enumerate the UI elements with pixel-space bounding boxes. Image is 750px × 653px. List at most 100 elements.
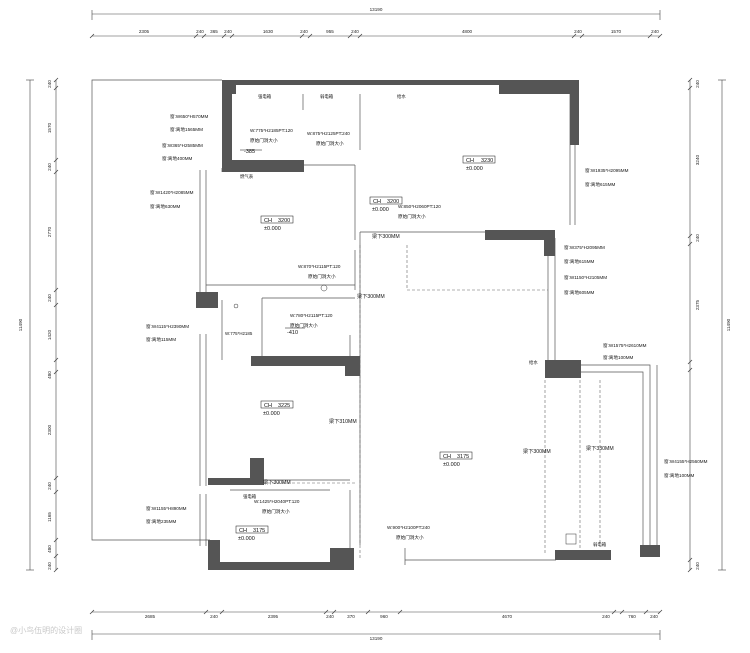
tick bbox=[53, 287, 59, 293]
window-note: 窗:离地235MM bbox=[146, 518, 177, 525]
tick bbox=[687, 233, 693, 239]
dim-top-3: 240 bbox=[224, 29, 232, 34]
dim-total-right: 11490 bbox=[726, 318, 731, 331]
dim-top-4: 1630 bbox=[263, 29, 274, 34]
watermark: @小鸟伍明的设计圈 bbox=[10, 626, 83, 635]
window-note: 窗:W4155*H2560MM bbox=[664, 458, 708, 465]
dim-left-2: 240 bbox=[47, 163, 52, 171]
dim-left-10: 480 bbox=[47, 545, 52, 553]
ceiling-marker: CH 3200 ±0.000 bbox=[260, 215, 294, 232]
dim-left-1: 1570 bbox=[47, 122, 52, 133]
floor-level-bathroom: -385 bbox=[244, 149, 255, 155]
ceiling-marker: CH 3175 ±0.000 bbox=[235, 525, 269, 542]
window-note: 窗:离地100MM bbox=[664, 472, 695, 479]
ceiling-code: CH bbox=[264, 218, 272, 224]
plan-outlines bbox=[91, 79, 658, 565]
dim-left-7: 2300 bbox=[47, 424, 52, 435]
tick bbox=[687, 241, 693, 247]
dim-top-2: 365 bbox=[210, 29, 218, 34]
ceiling-height: 3225 bbox=[278, 403, 290, 409]
dim-top-9: 240 bbox=[574, 29, 582, 34]
dim-bottom-9: 240 bbox=[650, 614, 658, 619]
door-size: W:780*H2115PT:120 bbox=[290, 313, 333, 318]
window-note: 窗:W1935*H2095MM bbox=[585, 167, 629, 174]
tick bbox=[643, 609, 649, 615]
dim-bottom-8: 760 bbox=[628, 614, 636, 619]
window-note: 窗:W4115*H2390MM bbox=[146, 323, 189, 330]
dim-top-10: 1570 bbox=[611, 29, 622, 34]
door-size: W:875*H2125PT:240 bbox=[307, 131, 350, 136]
beam-label: 梁下300MM bbox=[263, 478, 291, 486]
dim-right-3: 2375 bbox=[695, 299, 700, 310]
window-note: 窗:W1420*H2085MM bbox=[150, 189, 194, 196]
tick bbox=[53, 475, 59, 481]
door-size: W:850*H2060PT:120 bbox=[398, 204, 441, 209]
ceiling-marker: CH 3230 ±0.000 bbox=[462, 155, 496, 172]
ceiling-marker: CH 3175 ±0.000 bbox=[439, 451, 473, 468]
door-note: 原始门洞大小 bbox=[262, 508, 290, 515]
ceiling-code: CH bbox=[466, 158, 474, 164]
tick bbox=[53, 169, 59, 175]
tag-pipe: W:775*H2185 bbox=[225, 331, 253, 336]
tick bbox=[331, 609, 337, 615]
tick bbox=[687, 367, 693, 373]
window-note: 窗:W375*H2095MM bbox=[564, 244, 605, 251]
fixture-tags: 强电箱 弱电箱 给水 燃气表 W:775*H2185 强电箱 弱电箱 给水 bbox=[225, 93, 607, 548]
tick bbox=[357, 33, 363, 39]
tick bbox=[53, 537, 59, 543]
dimension-lines bbox=[26, 10, 726, 640]
dim-right-2: 240 bbox=[695, 234, 700, 242]
tick bbox=[89, 33, 95, 39]
window-notes: 窗:W650*H570MM 窗:离地1565MM 窗:W365*H2585MM … bbox=[146, 113, 708, 525]
door-notes: W:775*H2185PT:120 原始门洞大小 W:875*H2125PT:2… bbox=[250, 128, 441, 541]
dim-right-1: 3240 bbox=[695, 154, 700, 165]
dim-total-top: 13190 bbox=[370, 7, 383, 12]
ceiling-level: ±0.000 bbox=[263, 411, 280, 417]
tick bbox=[323, 609, 329, 615]
window-note: 窗:W1155*H890MM bbox=[146, 505, 187, 512]
tick bbox=[687, 557, 693, 563]
dim-left-0: 240 bbox=[47, 80, 52, 88]
dim-left-6: 480 bbox=[47, 371, 52, 379]
dim-bottom-2: 2395 bbox=[268, 614, 279, 619]
dim-top-8: 4800 bbox=[462, 29, 473, 34]
tick bbox=[53, 85, 59, 91]
door-note: 原始门洞大小 bbox=[290, 322, 318, 329]
tick bbox=[571, 33, 577, 39]
tick bbox=[53, 489, 59, 495]
ceiling-marker: CH 3225 ±0.000 bbox=[260, 400, 294, 417]
window-note: 窗:离地605MM bbox=[564, 289, 595, 296]
dim-left-11: 240 bbox=[47, 562, 52, 570]
dim-bottom-0: 2685 bbox=[145, 614, 156, 619]
tick bbox=[307, 33, 313, 39]
tick bbox=[397, 609, 403, 615]
tick bbox=[365, 609, 371, 615]
tick bbox=[193, 33, 199, 39]
door-note: 原始门洞大小 bbox=[316, 140, 344, 147]
tick bbox=[687, 85, 693, 91]
ceiling-level: ±0.000 bbox=[466, 166, 483, 172]
tick bbox=[687, 567, 693, 573]
tick bbox=[347, 33, 353, 39]
ceiling-level: ±0.000 bbox=[443, 462, 460, 468]
ceiling-height: 3230 bbox=[481, 158, 493, 164]
beam-label: 梁下300MM bbox=[372, 232, 400, 240]
tag-water: 给水 bbox=[397, 93, 406, 100]
ceiling-height: 3175 bbox=[457, 454, 469, 460]
dim-bottom-6: 4670 bbox=[502, 614, 513, 619]
ceiling-height: 3200 bbox=[278, 218, 290, 224]
structural-walls bbox=[196, 80, 660, 570]
ceiling-markers: CH 3230 ±0.000 CH 3200 ±0.000 CH 3200 ±0… bbox=[235, 155, 496, 542]
beam-label: 梁下330MM bbox=[586, 444, 614, 452]
dimension-segment-labels: 2305 240 365 240 1630 240 955 240 4800 2… bbox=[47, 29, 700, 619]
door-size: W:870*H2115PT:120 bbox=[298, 264, 341, 269]
tick bbox=[53, 357, 59, 363]
dim-top-0: 2305 bbox=[139, 29, 150, 34]
beam-label: 梁下310MM bbox=[329, 417, 357, 425]
dim-total-left: 11490 bbox=[18, 318, 23, 331]
window-note: 窗:W650*H570MM bbox=[170, 113, 208, 120]
tag-electric-box-2: 强电箱 bbox=[243, 493, 257, 500]
dim-right-4: 240 bbox=[695, 562, 700, 570]
tick bbox=[89, 609, 95, 615]
ceiling-level: ±0.000 bbox=[372, 207, 389, 213]
